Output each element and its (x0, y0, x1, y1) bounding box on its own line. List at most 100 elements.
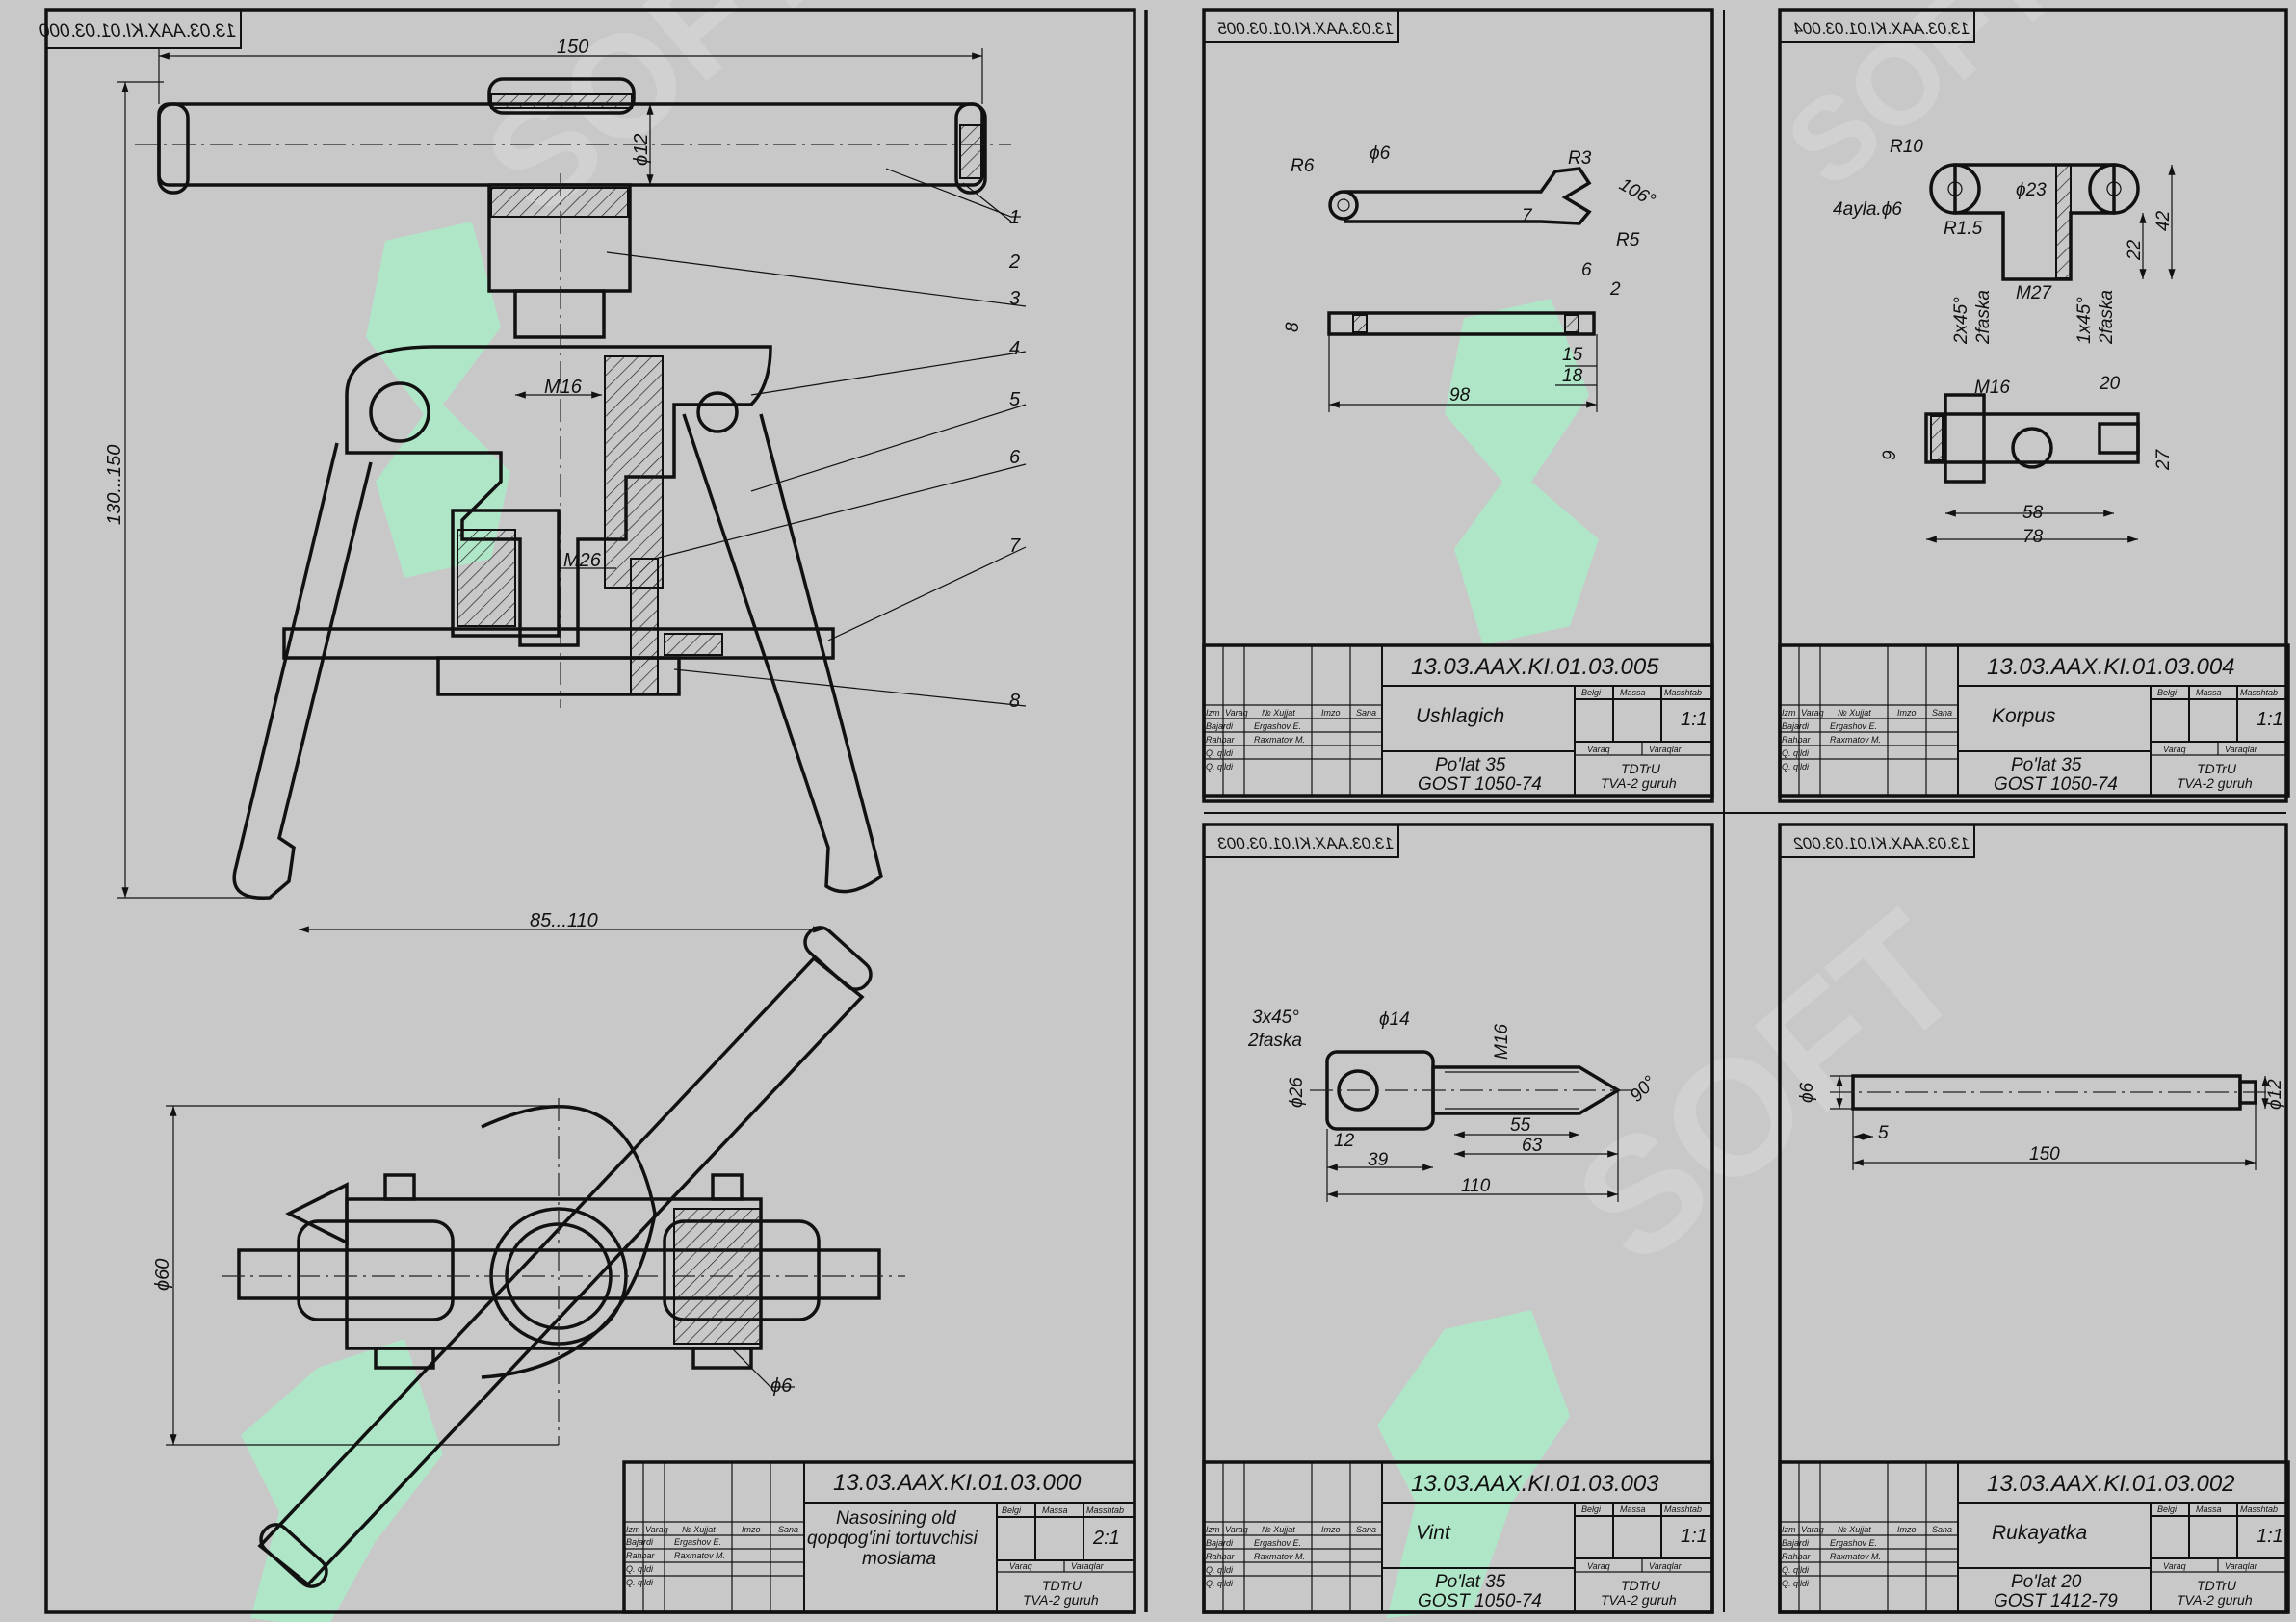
hdr: Varaq (1225, 708, 1248, 718)
hdr: Sana (778, 1525, 798, 1534)
part-org: TDTrU (2197, 761, 2237, 776)
hdr: Izm (1206, 1525, 1220, 1534)
dim-label: M16 (1974, 378, 2010, 398)
dim-label: 6 (1581, 260, 1592, 280)
hdr: № Xujjat (1838, 708, 1871, 718)
assembly-name-1: Nasosining old (836, 1508, 957, 1529)
part-004-dims: R10 4ayla.ϕ6 ϕ23 R1.5 42 22 M27 2x45° 2f… (1833, 137, 2174, 547)
callout-1: 1 (1009, 207, 1020, 228)
hdr: Izm (626, 1525, 640, 1534)
dim-label: 42 (2153, 210, 2174, 231)
dim-label: R1.5 (1944, 219, 1983, 239)
hdr: Q. qildi (626, 1578, 654, 1587)
part-name: Rukayatka (1992, 1522, 2087, 1544)
hdr: Rahbar (1206, 735, 1236, 745)
part-003-dims: 3x45° 2faska ϕ14 M16 ϕ26 90° 55 63 12 39… (1247, 1007, 1660, 1196)
dim-label: 110 (1461, 1176, 1491, 1196)
dim-label: 2 (1609, 279, 1621, 300)
hdr: Q. qildi (1782, 1565, 1810, 1575)
hdr: Varaq (1009, 1561, 1032, 1571)
hdr: Rahbar (1206, 1552, 1236, 1561)
dim-span: 85...110 (530, 910, 598, 931)
part-002-dims: ϕ6 5 ϕ12 150 (1797, 1079, 2285, 1164)
part-code: 13.03.AAX.KI.01.03.002 (1987, 1471, 2235, 1497)
callout-4: 4 (1009, 338, 1020, 359)
hdr: Imzo (1897, 1525, 1917, 1534)
hdr: Rahbar (1782, 735, 1812, 745)
hdr: Varaq (1587, 1561, 1610, 1571)
hdr: Q. qildi (1206, 1579, 1234, 1588)
assembly-title-block (622, 1460, 1136, 1614)
hdr: Belgi (1002, 1505, 1022, 1515)
assembly-org: TDTrU (1042, 1578, 1083, 1593)
corner-codes: 13.03.AAX.KI.01.03.000 13.03.AAX.KI.01.0… (39, 9, 1975, 858)
hdr: Varaqlar (1071, 1561, 1105, 1571)
dim-d12: ϕ12 (631, 134, 652, 166)
hdr: Varaq (2163, 745, 2186, 754)
part-material: Po'lat 35 (1435, 755, 1506, 775)
dim-label: R3 (1568, 148, 1592, 169)
dim-label: ϕ12 (2265, 1079, 2285, 1110)
part-material: Po'lat 20 (2011, 1572, 2082, 1592)
part-title-block (1202, 1460, 1714, 1614)
part-material: Po'lat 35 (1435, 1572, 1506, 1592)
part-title-block (1202, 643, 1714, 798)
hdr: Bajardi (1782, 1538, 1810, 1548)
hdr: Rahbar (1782, 1552, 1812, 1561)
part-org: TDTrU (1621, 761, 1661, 776)
part-code: 13.03.AAX.KI.01.03.004 (1987, 654, 2235, 680)
hdr: Varaq (1225, 1525, 1248, 1534)
part-standard: GOST 1050-74 (1418, 774, 1542, 795)
hdr: Q. qildi (1782, 748, 1810, 758)
dim-label: 15 (1562, 345, 1583, 365)
hdr: Ergashov E. (674, 1537, 721, 1547)
hdr: Sana (1356, 1525, 1376, 1534)
hdr: Massa (1042, 1505, 1068, 1515)
part-standard: GOST 1050-74 (1418, 1591, 1542, 1611)
hdr: Imzo (742, 1525, 761, 1534)
hdr: Raxmatov M. (674, 1551, 725, 1560)
dim-label: 5 (1878, 1123, 1889, 1143)
hdr: Rahbar (626, 1551, 656, 1560)
hdr: Q. qildi (1206, 762, 1234, 772)
hdr: Raxmatov M. (1254, 735, 1305, 745)
callout-3: 3 (1009, 288, 1020, 309)
part-org: TDTrU (1621, 1578, 1661, 1593)
hdr: Varaq (1801, 708, 1824, 718)
hdr: № Xujjat (1262, 708, 1295, 718)
part-004-drawing (1924, 163, 2176, 543)
dim-label: 27 (2153, 448, 2174, 471)
dim-label: 8 (1283, 322, 1303, 332)
dim-d6: ϕ6 (770, 1375, 793, 1397)
part-title-block (1778, 643, 2290, 798)
hdr: Varaq (1801, 1525, 1824, 1534)
part-group: TVA-2 guruh (1601, 775, 1677, 791)
dim-label: ϕ6 (1370, 144, 1391, 164)
hdr: Izm (1782, 708, 1796, 718)
hdr: Ergashov E. (1830, 721, 1877, 731)
dim-label: ϕ26 (1287, 1077, 1307, 1108)
part-scale: 1:1 (2257, 1526, 2283, 1547)
hdr: Bajardi (1206, 721, 1234, 731)
hdr: Massa (1620, 688, 1646, 697)
dim-label: 106° (1616, 174, 1659, 211)
part-name: Ushlagich (1416, 705, 1504, 727)
hdr: Imzo (1321, 708, 1341, 718)
hdr: Masshtab (1664, 688, 1702, 697)
hdr: Belgi (1581, 688, 1602, 697)
hdr: Bajardi (626, 1537, 654, 1547)
watermark: SOFT SOFT SOFT (241, 0, 2082, 1622)
hdr: Masshtab (1664, 1504, 1702, 1514)
hdr: Varaq (2163, 1561, 2186, 1571)
hdr: № Xujjat (1838, 1525, 1871, 1534)
hdr: Sana (1932, 1525, 1952, 1534)
hdr: Massa (1620, 1504, 1646, 1514)
hdr: Belgi (1581, 1504, 1602, 1514)
assembly-title-text: 13.03.AAX.KI.01.03.000 Nasosining old qo… (626, 1470, 1124, 1608)
dim-label: ϕ6 (1797, 1082, 1817, 1103)
dim-label: R6 (1291, 156, 1315, 176)
part-002-mirror-code: 13.03.AAX.KI.01.03.002 (1793, 834, 1970, 852)
part-002-drawing (1830, 1074, 2273, 1170)
part-standard: GOST 1050-74 (1994, 774, 2118, 795)
part-org: TDTrU (2197, 1578, 2237, 1593)
